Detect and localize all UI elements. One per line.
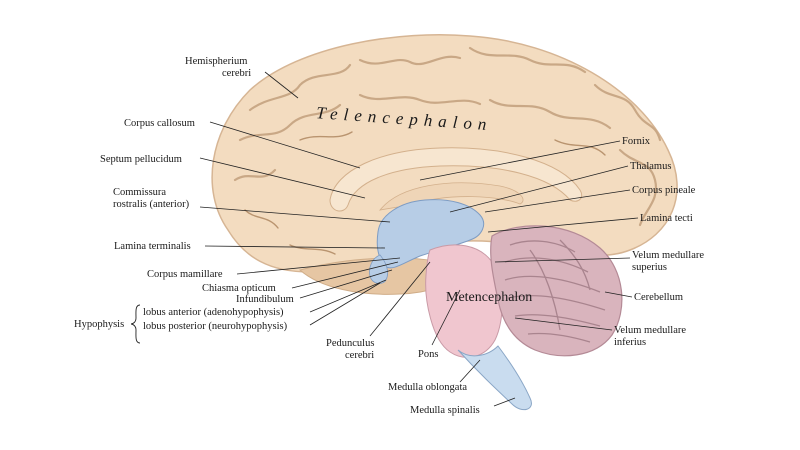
label-velum-superius-2: superius [632, 262, 667, 273]
label-pons: Pons [418, 349, 438, 360]
label-chiasma-opticum: Chiasma opticum [202, 283, 276, 294]
hypophysis-brace [130, 304, 141, 344]
label-velum-superius-1: Velum medullare [632, 250, 704, 261]
label-corpus-pineale: Corpus pineale [632, 185, 696, 196]
label-lamina-terminalis: Lamina terminalis [114, 241, 191, 252]
label-hypophysis: Hypophysis [74, 319, 124, 330]
hypophysis-region [369, 254, 388, 284]
label-infundibulum: Infundibulum [236, 294, 294, 305]
label-commissura-1: Commissura [113, 187, 166, 198]
gyri [233, 46, 662, 255]
label-cerebellum: Cerebellum [634, 292, 683, 303]
label-lamina-tecti: Lamina tecti [640, 213, 693, 224]
cerebellar-folia [504, 239, 606, 343]
label-lobus-anterior: lobus anterior (adenohypophysis) [143, 307, 284, 318]
label-hemispherium-2: cerebri [222, 68, 251, 79]
label-thalamus: Thalamus [630, 161, 671, 172]
medulla-oblongata-shape [457, 345, 532, 411]
label-pedunculus-2: cerebri [345, 350, 374, 361]
label-septum-pellucidum: Septum pellucidum [100, 154, 182, 165]
label-pedunculus-1: Pedunculus [326, 338, 374, 349]
label-velum-inferius-2: inferius [614, 337, 646, 348]
label-medulla-oblongata: Medulla oblongata [388, 382, 467, 393]
label-metencephalon: Metencephalon [446, 290, 532, 305]
label-medulla-spinalis: Medulla spinalis [410, 405, 480, 416]
label-velum-inferius-1: Velum medullare [614, 325, 686, 336]
label-corpus-callosum: Corpus callosum [124, 118, 195, 129]
label-hemispherium-1: Hemispherium [185, 56, 247, 67]
label-corpus-mamillare: Corpus mamillare [147, 269, 223, 280]
label-fornix: Fornix [622, 136, 651, 147]
label-commissura-2: rostralis (anterior) [113, 199, 190, 210]
label-lobus-posterior: lobus posterior (neurohypophysis) [143, 321, 288, 332]
leader-lines [199, 71, 639, 407]
